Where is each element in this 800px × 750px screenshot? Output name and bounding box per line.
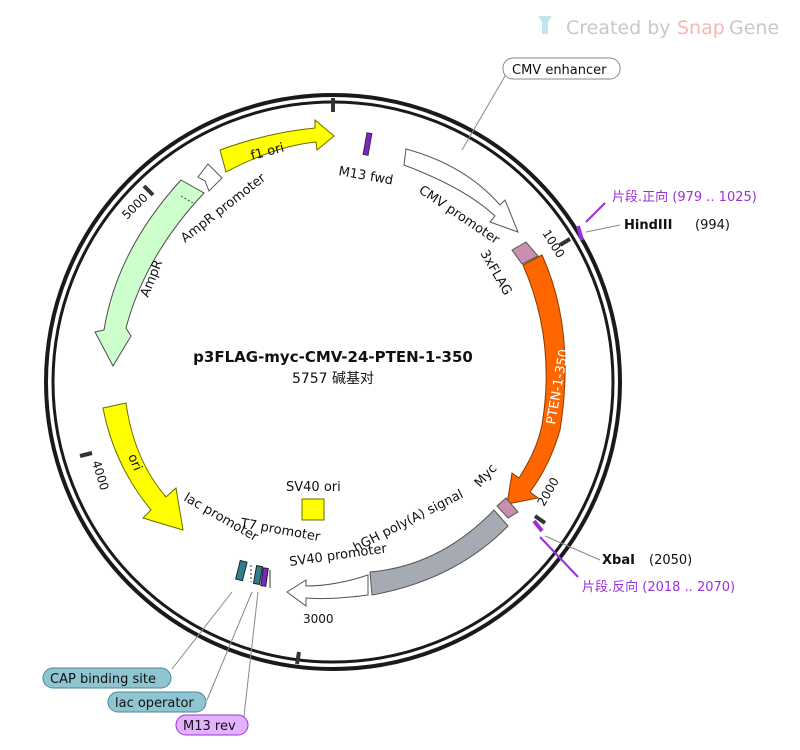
feature-ampr-promoter <box>197 163 223 192</box>
feature-ori <box>102 402 184 531</box>
primer-fwd-leader <box>585 202 606 223</box>
label-sv40-promoter: SV40 promoter <box>288 541 388 570</box>
tick-4000: 4000 <box>89 459 111 492</box>
feature-f1-ori <box>219 118 335 173</box>
map-title: p3FLAG-myc-CMV-24-PTEN-1-350 <box>193 348 473 366</box>
feature-m13-fwd <box>362 132 373 156</box>
tick-5000-mark <box>142 184 155 197</box>
brand-gene: Gene <box>729 17 779 39</box>
map-length: 5757 碱基对 <box>292 370 374 387</box>
label-sv40-ori: SV40 ori <box>286 480 341 495</box>
hindiii-leader <box>585 224 621 233</box>
label-cap-site: CAP binding site <box>50 672 156 687</box>
snapgene-logo: Created by Snap Gene <box>538 16 779 39</box>
label-cmv-promoter: CMV promoter <box>416 183 503 248</box>
label-m13-fwd: M13 fwd <box>337 164 394 188</box>
site-hindiii-pos: (994) <box>695 218 730 233</box>
primer-fwd-mark <box>576 225 584 241</box>
feature-m13-rev <box>260 567 269 587</box>
box-cmv-enhancer <box>502 57 621 80</box>
feature-ampr <box>94 179 205 368</box>
feature-lac-operator <box>252 565 264 585</box>
feature-cap-site <box>235 559 248 582</box>
xbai-leader <box>544 535 601 561</box>
m13rev-leader <box>243 591 259 717</box>
brand-snap: Snap <box>677 17 725 39</box>
label-ampr-promoter: AmpR promoter <box>178 170 269 246</box>
feature-sv40-ori <box>301 498 325 521</box>
label-ori: ori <box>124 452 144 473</box>
backbone-outer <box>44 93 622 671</box>
label-primer-fwd: 片段.正向 (979 .. 1025) <box>612 189 757 205</box>
label-myc: Myc <box>472 461 501 490</box>
feature-3xflag <box>511 241 539 265</box>
tick-4000-mark <box>79 451 93 458</box>
tick-3000-mark <box>295 651 301 665</box>
cap-leader <box>171 591 233 670</box>
primer-rev-mark <box>532 519 544 533</box>
label-lac-operator: lac operator <box>115 696 194 711</box>
feature-myc <box>496 497 519 519</box>
site-xbai: XbaI <box>602 553 635 568</box>
feature-pten <box>506 254 566 505</box>
feature-cmv-enhancer <box>403 148 519 233</box>
flask-icon <box>538 16 552 34</box>
label-3xflag: 3xFLAG <box>477 248 515 299</box>
site-xbai-pos: (2050) <box>649 553 692 568</box>
box-m13-rev <box>175 714 249 736</box>
tick-2000-mark <box>533 514 547 525</box>
lacop-leader <box>206 591 253 701</box>
label-m13-rev: M13 rev <box>183 719 236 734</box>
tick-1000-mark <box>558 237 572 247</box>
box-lac-operator <box>107 691 207 713</box>
feature-hgh-polya <box>369 509 509 596</box>
box-cap-site <box>42 667 172 689</box>
cmv-enhancer-leader <box>461 75 506 151</box>
primer-rev-leader <box>539 536 579 578</box>
brand-prefix: Created by <box>566 17 671 39</box>
feature-sv40-promoter <box>286 574 369 607</box>
site-hindiii: HindIII <box>624 218 672 233</box>
label-primer-rev: 片段.反向 (2018 .. 2070) <box>582 579 735 595</box>
tick-3000: 3000 <box>303 612 334 626</box>
label-cmv-enhancer: CMV enhancer <box>512 63 607 78</box>
